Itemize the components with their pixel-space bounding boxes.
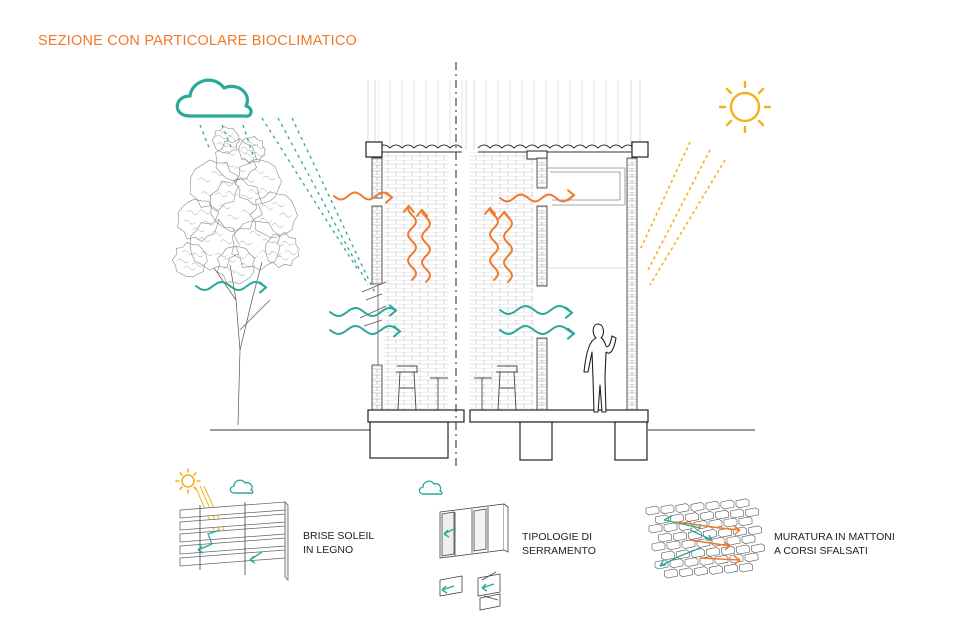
legend-line-2: IN LEGNO <box>303 544 354 556</box>
building-section <box>359 62 649 470</box>
sun-rays <box>639 141 726 286</box>
airflow-arrow <box>195 280 267 292</box>
heat-arrow <box>502 211 514 283</box>
cloud-icon <box>418 480 443 495</box>
legend-line-2: A CORSI SFALSATI <box>774 545 868 557</box>
heat-arrow <box>488 207 500 281</box>
airflow-arrow <box>333 191 393 201</box>
legend-muratura-illustration <box>645 498 765 579</box>
cloud-icon <box>229 479 254 494</box>
heat-arrow <box>420 209 432 283</box>
tree-icon <box>171 125 301 426</box>
legend-serramento-illustration <box>418 480 509 611</box>
airflow-arrow <box>329 306 397 318</box>
arrow-head <box>259 281 268 294</box>
arrow-head <box>484 206 497 215</box>
cloud-icon <box>175 78 253 118</box>
sun-icon <box>718 80 772 134</box>
arrow-head <box>498 210 511 219</box>
legend-line-2: SERRAMENTO <box>522 545 596 557</box>
arrow-head <box>393 325 402 338</box>
legend-label-muratura: MURATURA IN MATTONI A CORSI SFALSATI <box>774 530 895 558</box>
wind-lines <box>199 117 377 296</box>
heat-arrow <box>406 205 417 281</box>
person-icon <box>583 323 617 413</box>
legend-label-brise-soleil: BRISE SOLEIL IN LEGNO <box>303 529 374 557</box>
airflow-arrow <box>499 304 573 316</box>
arrow-head <box>385 191 394 204</box>
airflow-arrow <box>499 324 575 336</box>
arrow-head <box>416 208 429 217</box>
airflow-arrows <box>195 189 576 340</box>
arrow-head <box>567 327 576 340</box>
legend-label-serramento: TIPOLOGIE DI SERRAMENTO <box>522 530 596 558</box>
diagram-title: SEZIONE CON PARTICOLARE BIOCLIMATICO <box>38 33 357 49</box>
airflow-arrow <box>329 324 401 336</box>
sun-icon <box>175 468 201 494</box>
arrow-head <box>402 204 415 213</box>
arrow-head <box>567 189 576 202</box>
legend-line-1: BRISE SOLEIL <box>303 530 375 542</box>
airflow-arrow <box>499 193 575 203</box>
arrow-head <box>389 304 398 317</box>
legend-line-1: TIPOLOGIE DI <box>522 531 593 543</box>
arrow-head <box>565 306 574 319</box>
legend-line-1: MURATURA IN MATTONI <box>774 531 895 543</box>
legend-brise-soleil-illustration <box>175 468 289 581</box>
